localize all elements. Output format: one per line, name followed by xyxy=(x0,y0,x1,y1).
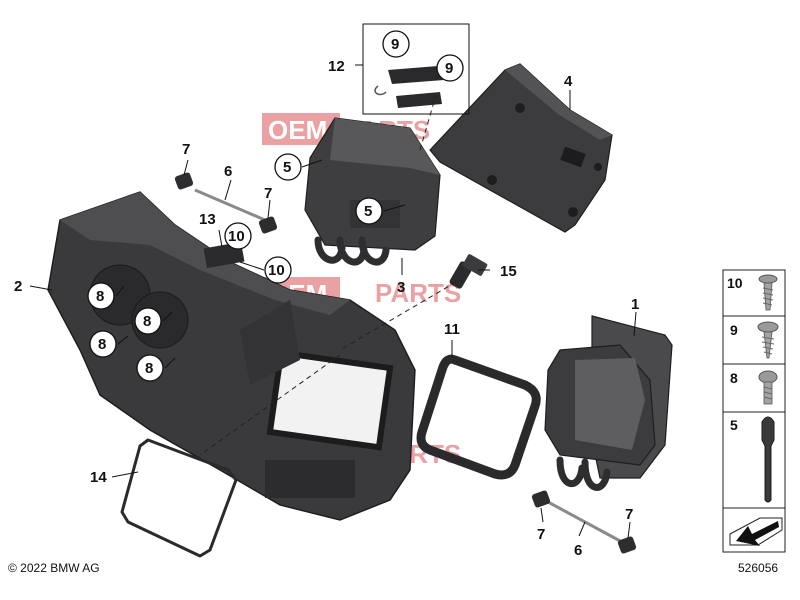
callout-8-c: 8 xyxy=(98,336,106,353)
part-box-upper xyxy=(304,117,441,266)
part-cover-panel xyxy=(429,63,613,233)
callout-7-a: 7 xyxy=(182,141,190,158)
legend-panel: 10 9 8 5 xyxy=(722,269,786,553)
diagram-number: 526056 xyxy=(738,561,779,575)
callout-15: 15 xyxy=(500,263,517,280)
guide-lines xyxy=(199,94,457,456)
part-box-lower xyxy=(544,315,673,491)
callout-9-a: 9 xyxy=(391,36,399,53)
part-seal-square xyxy=(120,438,238,558)
screw-10-icon xyxy=(758,274,778,311)
screw-8-icon xyxy=(758,370,778,405)
leader-lines xyxy=(29,23,637,539)
callout-6-a: 6 xyxy=(224,163,232,180)
part-seal-rounded xyxy=(416,354,541,480)
callout-8-d: 8 xyxy=(145,360,153,377)
part-rod-lower xyxy=(531,490,637,554)
legend-label-5: 5 xyxy=(730,417,738,433)
arrow-icon xyxy=(729,517,783,546)
part-main-carrier xyxy=(47,191,416,521)
screw-9-icon xyxy=(757,321,779,359)
callout-5-b: 5 xyxy=(364,203,372,220)
callout-labels: 12 9 9 4 7 6 5 7 13 10 10 5 2 8 8 8 8 3 … xyxy=(14,36,639,559)
svg-text:PARTS: PARTS xyxy=(375,278,461,308)
callout-7-d: 7 xyxy=(625,506,633,523)
legend-label-10: 10 xyxy=(727,275,743,291)
callout-2: 2 xyxy=(14,278,22,295)
part-rod-upper xyxy=(174,172,278,234)
callout-4: 4 xyxy=(564,73,573,90)
callout-8-a: 8 xyxy=(96,288,104,305)
callout-13: 13 xyxy=(199,211,216,228)
legend-label-8: 8 xyxy=(730,370,738,386)
callout-9-b: 9 xyxy=(445,60,453,77)
callout-circles xyxy=(87,30,464,382)
copyright-text: © 2022 BMW AG xyxy=(8,561,100,575)
callout-8-b: 8 xyxy=(143,313,151,330)
callout-6-b: 6 xyxy=(574,542,582,559)
callout-10-b: 10 xyxy=(268,262,285,279)
callout-7-c: 7 xyxy=(537,526,545,543)
svg-text:OEM: OEM xyxy=(268,115,327,145)
callout-3: 3 xyxy=(397,279,405,296)
part-sensor xyxy=(449,254,488,289)
rubber-plug-icon xyxy=(761,416,775,503)
callout-10-a: 10 xyxy=(228,228,245,245)
callout-14: 14 xyxy=(90,469,107,486)
callout-5-a: 5 xyxy=(283,159,291,176)
callout-7-b: 7 xyxy=(264,185,272,202)
legend-label-9: 9 xyxy=(730,322,738,338)
part-clip-kit xyxy=(374,66,444,108)
callout-11: 11 xyxy=(444,321,460,338)
callout-12: 12 xyxy=(328,58,345,75)
callout-1: 1 xyxy=(631,296,639,313)
